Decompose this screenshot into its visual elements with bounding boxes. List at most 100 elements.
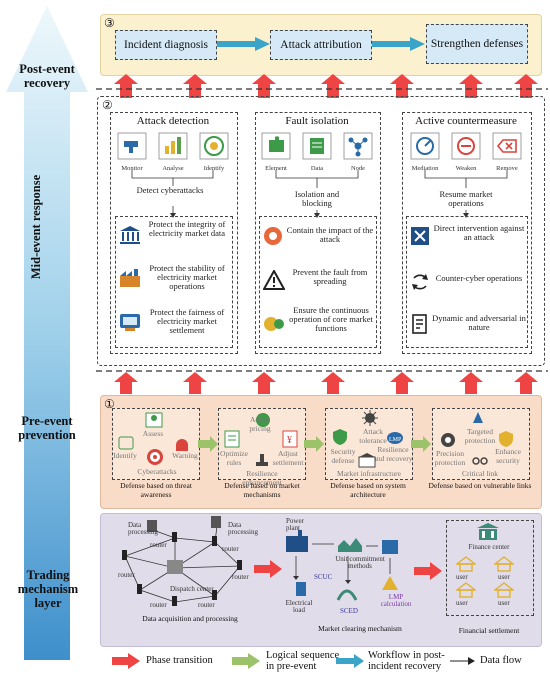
label-router-5: router: [150, 601, 167, 609]
label-optimize-rules: Optimize rules: [220, 449, 248, 467]
scale-icon: [119, 312, 141, 337]
layer-label-mid: Mid-event response: [29, 174, 43, 280]
rocket-icon: [470, 410, 486, 431]
market-clearing-group: [282, 516, 402, 616]
factory-icon: [119, 268, 141, 293]
post-event-number: ③: [104, 16, 115, 30]
bank-icon: [476, 522, 500, 547]
analyse-icon: Analyse: [158, 132, 188, 172]
identify-pre-icon: [118, 436, 134, 455]
label-finance-center: Finance center: [468, 543, 510, 551]
items-fault-isolation: [259, 216, 377, 348]
network-diagram: [122, 516, 242, 606]
data-icon: Data: [302, 132, 332, 172]
label-targeted-protection: Targeted protection: [464, 427, 496, 445]
intervention-icon: [410, 226, 430, 251]
workflow-arrow-1: [217, 37, 270, 51]
target-icon: [146, 448, 164, 471]
layer-label-mid-wrap: Mid-event response: [0, 175, 106, 279]
caption-vulnerable-links: Defense based on vulnerable links: [428, 481, 532, 490]
operation-icon: [263, 314, 285, 339]
counter-icon: [410, 272, 430, 297]
label-enhance-security: Enhance security: [495, 447, 521, 465]
caption-threat-awareness: Defense based on threat awareness: [120, 481, 192, 499]
legend-workflow: Workflow in post-incident recovery: [368, 650, 445, 672]
label-unit-commitment: Unit commitment methods: [335, 555, 385, 570]
label-router-2: router: [222, 545, 239, 553]
precision-icon: [440, 432, 456, 453]
column-active-countermeasure: [402, 112, 532, 354]
item-active-countermeasure-2: Counter-cyber operations: [435, 273, 523, 283]
settlement-box: [446, 520, 534, 616]
security-icon: [498, 430, 514, 453]
label-router-1: router: [150, 541, 167, 549]
step-incident-diagnosis: Incident diagnosis: [115, 30, 217, 60]
label-user-4: user: [498, 599, 510, 607]
phase-arrows-pre: [114, 372, 538, 394]
mediation-icon: Mediation: [410, 132, 440, 172]
label-resilience-recovery: Resilience and recovery: [373, 445, 413, 463]
label-sced: SCED: [340, 607, 358, 615]
document-icon: [410, 314, 430, 339]
workflow-arrow-2: [372, 37, 425, 51]
house-icon-2: [492, 556, 516, 577]
caption-financial-settlement: Financial settlement: [458, 626, 520, 635]
rules-icon: [224, 430, 240, 453]
column-attack-detection: [110, 112, 238, 354]
institution-icon: [119, 225, 141, 250]
post-mid-divider: [96, 88, 548, 90]
label-data-processing-2: Data processing: [228, 521, 258, 536]
label-identify: Identify: [113, 451, 137, 460]
house-icon-3: [454, 582, 478, 603]
phase-arrow-trading-1: [254, 560, 282, 578]
icons-attack-detection: Monitor Analyse Identify: [117, 132, 229, 172]
legend-logical-sequence: Logical sequence in pre-event: [266, 650, 340, 672]
label-router-3: router: [118, 571, 135, 579]
legend-blue-arrow: [336, 654, 364, 668]
logic-arrow-3: [411, 436, 431, 452]
step-strengthen-defenses: Strengthen defenses: [426, 24, 528, 64]
identify-icon: Identify: [199, 132, 229, 172]
weaken-icon: Weaken: [451, 132, 481, 172]
svg-text:¥: ¥: [287, 435, 292, 446]
icons-fault-isolation: Element Data Node: [261, 132, 373, 172]
item-fault-isolation-2: Prevent the fault from spreading: [292, 267, 368, 286]
svg-text:LMP: LMP: [389, 437, 402, 443]
label-power-plant: Power plant: [286, 517, 304, 532]
icon-label-identify: Identify: [203, 165, 225, 172]
infrastructure-icon: [358, 452, 376, 473]
layer-label-trading: Trading mechanism layer: [17, 568, 79, 610]
mid-event-number: ②: [102, 98, 113, 112]
caption-market-clearing: Market clearing mechanism: [318, 624, 402, 633]
recovery-icon: LMP: [386, 430, 404, 451]
label-resilience-enhancement: Resilience enhancement: [242, 469, 282, 487]
label-adjust-pricing: Adjust pricing: [249, 415, 271, 433]
connector-active-countermeasure: [424, 170, 508, 218]
label-precision-protection: Precision protection: [434, 449, 466, 467]
logic-arrow-1: [198, 436, 218, 452]
label-adjust-settlement: Adjust settlement: [272, 449, 304, 467]
icon-label-data: Data: [310, 165, 324, 172]
house-icon-1: [454, 556, 478, 577]
virus-icon: [362, 410, 378, 431]
house-icon-4: [492, 582, 516, 603]
legend-phase-transition: Phase transition: [146, 655, 213, 666]
column-title-attack-detection: Attack detection: [136, 115, 210, 127]
label-dispatch-center: Dispatch center: [170, 585, 214, 593]
pre-event-number: ①: [104, 397, 115, 411]
item-active-countermeasure-1: Direct intervention against an attack: [433, 223, 525, 242]
legend-data-flow: Data flow: [480, 655, 522, 666]
element-icon: Element: [261, 132, 291, 172]
logic-arrow-2: [304, 436, 324, 452]
label-attack-tolerance: Attack tolerance: [359, 427, 387, 445]
node-icon: Node: [343, 132, 373, 172]
step-attack-attribution: Attack attribution: [270, 30, 372, 60]
phase-arrow-trading-2: [414, 562, 442, 580]
item-attack-detection-3: Protect the fairness of electricity mark…: [149, 307, 225, 335]
label-router-4: router: [232, 573, 249, 581]
legend-green-arrow: [232, 653, 260, 669]
contain-icon: [263, 226, 283, 251]
label-user-2: user: [498, 573, 510, 581]
items-active-countermeasure: [406, 216, 528, 348]
mid-pre-divider: [96, 370, 548, 372]
